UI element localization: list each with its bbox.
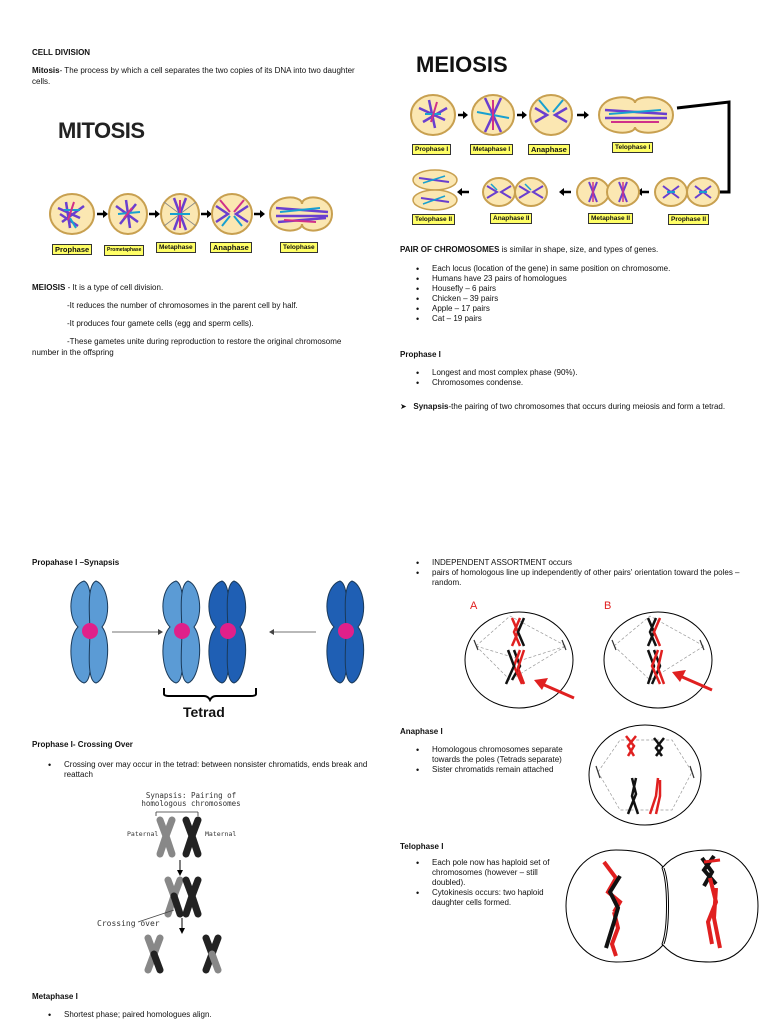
label-anaphase-ii: Anaphase II: [490, 213, 533, 224]
crossing-bullets: Crossing over may occur in the tetrad: b…: [34, 760, 374, 780]
mitosis-definition: Mitosis- The process by which a cell sep…: [32, 66, 355, 86]
label-prophase-ii: Prophase II: [668, 214, 710, 225]
label-telophase-i: Telophase I: [612, 142, 654, 153]
meiosis-point-3: -These gametes unite during reproduction…: [32, 337, 342, 357]
metaphase-bullet: Shortest phase; paired homologues align.: [34, 1010, 374, 1020]
telophase-bullet: Each pole now has haploid set of chromos…: [402, 858, 562, 888]
mitosis-figure-title: MITOSIS: [58, 118, 145, 143]
label-metaphase: Metaphase: [156, 242, 196, 253]
independent-assortment-diagram: [464, 611, 713, 709]
anaphase-diagram: [588, 724, 702, 826]
label-a: A: [470, 600, 478, 612]
meiosis-cell-metaphase-i: [471, 94, 515, 136]
prophase-i-heading: Prophase I: [400, 350, 441, 359]
independent-assortment-bullets: INDEPENDENT ASSORTMENT occurs pairs of h…: [402, 558, 742, 588]
mitosis-cell-prometaphase: [108, 193, 148, 235]
meiosis-cell-anaphase-i: [529, 94, 573, 136]
label-metaphase-ii: Metaphase II: [588, 213, 634, 224]
meiosis-cell-prophase-i: [410, 94, 456, 136]
label-metaphase-i: Metaphase I: [470, 144, 514, 155]
label-prophase: Prophase: [52, 244, 93, 255]
prophase-bullet: Chromosomes condense.: [402, 378, 742, 388]
cell-a: [464, 611, 575, 709]
crossing-diagram-caption: Synapsis: Pairing of homologous chromoso…: [141, 791, 241, 808]
label-telophase-ii: Telophase II: [412, 214, 456, 225]
crossing-bullet: Crossing over may occur in the tetrad: b…: [34, 760, 374, 780]
mitosis-cell-metaphase: [160, 193, 200, 235]
anaphase-bullet: Homologous chromosomes separate towards …: [402, 745, 572, 765]
label-prometaphase: Prometaphase: [104, 245, 145, 256]
pair-bullet: Each locus (location of the gene) in sam…: [402, 264, 742, 274]
mitosis-diagram: [49, 193, 334, 235]
telophase-i-heading: Telophase I: [400, 842, 444, 851]
mitosis-cell-telophase: [268, 196, 334, 232]
meiosis-cell-telophase-ii: [412, 169, 458, 211]
meiosis-figure-title: MEIOSIS: [416, 52, 508, 77]
pair-bullet: Cat – 19 pairs: [402, 314, 742, 324]
meiosis-diagram: [410, 94, 731, 211]
meiosis-cell-metaphase-ii: [576, 177, 640, 207]
independent-bullet: pairs of homologous line up independentl…: [402, 568, 742, 588]
telophase-diagram: [565, 849, 759, 963]
anaphase-bullets: Homologous chromosomes separate towards …: [402, 745, 572, 775]
label-anaphase: Anaphase: [210, 242, 252, 253]
crossing-over-heading: Prophase I- Crossing Over: [32, 740, 133, 749]
meiosis-cell-anaphase-ii: [482, 177, 548, 207]
tetrad-brace-icon: [163, 688, 257, 702]
independent-bullet: INDEPENDENT ASSORTMENT occurs: [402, 558, 742, 568]
synapsis-definition: ➤ Synapsis-the pairing of two chromosome…: [400, 402, 726, 411]
label-anaphase-row1: Anaphase: [528, 144, 570, 155]
pair-of-chromosomes-definition: PAIR OF CHROMOSOMES is similar in shape,…: [400, 245, 659, 254]
pair-bullet: Humans have 23 pairs of homologues: [402, 274, 742, 284]
pair-bullet: Chicken – 39 pairs: [402, 294, 742, 304]
meiosis-point-1: -It reduces the number of chromosomes in…: [67, 301, 298, 310]
mitosis-cell-anaphase: [211, 193, 253, 235]
meiosis-cell-prophase-ii: [654, 177, 720, 207]
tetrad: [162, 580, 247, 684]
telophase-bullets: Each pole now has haploid set of chromos…: [402, 858, 562, 908]
meiosis-definition: MEIOSIS - It is a type of cell division.: [32, 283, 164, 292]
pair-bullet: Apple – 17 pairs: [402, 304, 742, 314]
metaphase-i-heading: Metaphase I: [32, 992, 78, 1001]
page1-heading: CELL DIVISION: [32, 48, 91, 57]
cell-b: [603, 611, 713, 709]
meiosis-point-2: -It produces four gamete cells (egg and …: [67, 319, 254, 328]
maternal-label: Maternal: [205, 830, 237, 838]
anaphase-bullet: Sister chromatids remain attached: [402, 765, 572, 775]
pair-bullets: Each locus (location of the gene) in sam…: [402, 264, 742, 324]
chromosome-light: [70, 580, 109, 684]
mitosis-cell-prophase: [49, 193, 95, 235]
prophase-bullets: Longest and most complex phase (90%). Ch…: [402, 368, 742, 388]
meiosis-cell-telophase-i: [597, 96, 675, 134]
synapsis-diagram: [70, 580, 365, 684]
tetrad-label: Tetrad: [183, 704, 225, 720]
arrow-bullet-icon: ➤: [400, 402, 407, 411]
synapsis-heading: Propahase I –Synapsis: [32, 558, 120, 567]
label-telophase: Telophase: [280, 242, 318, 253]
metaphase-bullets: Shortest phase; paired homologues align.: [34, 1010, 374, 1020]
paternal-label: Paternal: [127, 830, 159, 838]
chromosome-dark: [326, 580, 365, 684]
prophase-bullet: Longest and most complex phase (90%).: [402, 368, 742, 378]
label-prophase-i: Prophase I: [412, 144, 452, 155]
crossing-over-label: Crossing over: [97, 919, 160, 928]
crossing-over-diagram: [137, 811, 222, 974]
pair-bullet: Housefly – 6 pairs: [402, 284, 742, 294]
telophase-bullet: Cytokinesis occurs: two haploid daughter…: [402, 888, 562, 908]
label-b: B: [604, 600, 612, 612]
anaphase-i-heading: Anaphase I: [400, 727, 443, 736]
